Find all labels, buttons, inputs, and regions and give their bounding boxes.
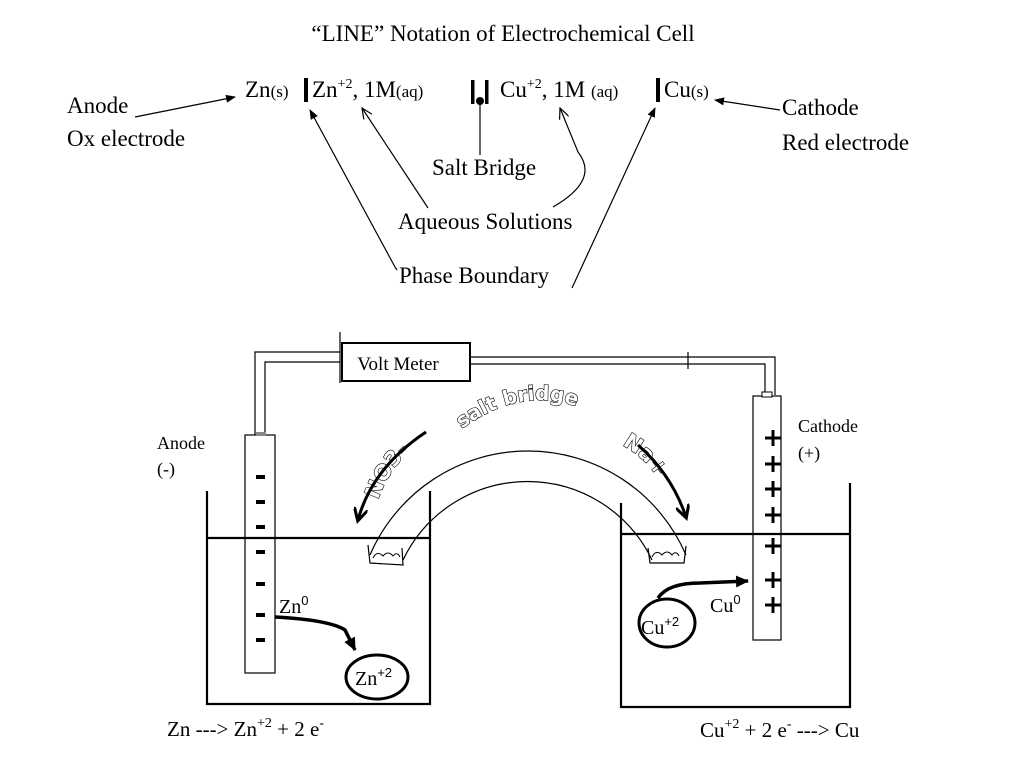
cathode-sub-label: Red electrode	[782, 130, 909, 155]
cathode-electrode: Cathode (+) Cu0 Cu+2	[637, 391, 858, 649]
anode-beaker-wall	[205, 491, 432, 706]
minus-sign	[256, 613, 265, 617]
minus-sign	[256, 638, 265, 642]
minus-signs	[256, 475, 265, 642]
plus-signs	[765, 430, 781, 613]
anode-electrode: Anode (-) Zn0 Zn+2	[157, 432, 410, 701]
cu2-ion-circle	[637, 597, 697, 649]
salt-bridge-text: salt bridge	[451, 381, 582, 433]
salt-bridge-dot	[476, 97, 484, 105]
minus-sign	[256, 582, 265, 586]
copper-electrode	[752, 395, 782, 641]
zn-oxidation-arrow	[274, 615, 357, 651]
plus-sign	[765, 538, 781, 554]
salt-bridge-outer-arc	[369, 450, 687, 556]
anode-wire-outer	[254, 351, 340, 435]
salt-bridge-inner-arc	[402, 480, 653, 561]
cathode-diagram-label: Cathode	[798, 416, 858, 436]
anode-sign-label: (-)	[157, 459, 175, 480]
aqueous-solutions-label: Aqueous Solutions	[398, 209, 572, 234]
anode-label: Anode	[67, 93, 128, 118]
zn2-label: Zn+2	[355, 665, 392, 690]
volt-meter-box	[341, 342, 471, 382]
cu2-label: Cu+2	[641, 614, 679, 639]
notation-zn: Zn(s)	[245, 77, 289, 102]
aqueous-arrow-left	[362, 108, 429, 209]
cathode-beaker-wall	[619, 483, 852, 709]
salt-bridge-label: Salt Bridge	[432, 155, 536, 180]
minus-sign	[256, 475, 265, 479]
plus-sign	[765, 597, 781, 613]
minus-sign	[256, 525, 265, 529]
minus-sign	[256, 550, 265, 554]
salt-bridge-bar-1	[471, 80, 475, 104]
aqueous-arrow-right	[552, 108, 586, 208]
cu0-label: Cu0	[710, 592, 741, 617]
anode-half-reaction: Zn ---> Zn+2 + 2 e-	[167, 716, 324, 741]
anode-connector	[256, 432, 266, 436]
plug-left-fill	[372, 552, 401, 559]
cathode-half-reaction: Cu+2 + 2 e- ---> Cu	[700, 717, 860, 742]
cathode-wire-inner	[470, 363, 766, 395]
notation-arrows	[134, 94, 781, 289]
phase-arrow-right	[571, 107, 656, 289]
notation-cu-ion: Cu+2, 1M (aq)	[500, 77, 618, 102]
anode-beaker	[205, 491, 432, 706]
anode-arrow	[134, 94, 236, 118]
volt-meter-label: Volt Meter	[357, 354, 439, 375]
phase-arrow-left	[309, 109, 398, 271]
title: “LINE” Notation of Electrochemical Cell	[311, 21, 694, 46]
phase-boundary-label: Phase Boundary	[399, 263, 550, 288]
zn0-label: Zn0	[279, 593, 308, 618]
plus-sign	[765, 507, 781, 523]
nitrate-flow-arrow	[358, 430, 427, 520]
plug-right-fill	[651, 551, 680, 558]
notation-cu: Cu(s)	[664, 77, 709, 102]
cathode-wire-outer	[470, 356, 776, 395]
wires	[254, 332, 776, 435]
anode-sub-label: Ox electrode	[67, 126, 185, 151]
salt-bridge-plug-left	[367, 544, 404, 566]
notation-zn-ion: Zn+2, 1M(aq)	[312, 77, 423, 102]
cathode-arrow	[714, 97, 781, 111]
cathode-beaker	[619, 483, 852, 709]
plus-sign	[765, 572, 781, 588]
salt-bridge-bar-2	[485, 80, 489, 104]
salt-bridge-plug-right	[647, 545, 687, 564]
line-notation: Zn(s) Zn+2, 1M(aq) Cu+2, 1M (aq) Cu(s)	[245, 77, 709, 105]
phase-boundary-bar-right	[656, 78, 660, 102]
anode-wire-inner	[264, 361, 340, 435]
zn2-ion-circle	[344, 653, 410, 701]
phase-boundary-bar-left	[304, 78, 308, 102]
cathode-connector	[761, 391, 773, 398]
plus-sign	[765, 430, 781, 446]
cathode-sign-label: (+)	[798, 443, 820, 464]
volt-meter: Volt Meter	[341, 342, 471, 382]
plus-sign	[765, 456, 781, 472]
plus-sign	[765, 481, 781, 497]
sodium-flow-arrow	[637, 443, 686, 517]
cu-reduction-arrow	[656, 575, 749, 600]
anode-diagram-label: Anode	[157, 433, 205, 453]
minus-sign	[256, 500, 265, 504]
cathode-label: Cathode	[782, 95, 859, 120]
